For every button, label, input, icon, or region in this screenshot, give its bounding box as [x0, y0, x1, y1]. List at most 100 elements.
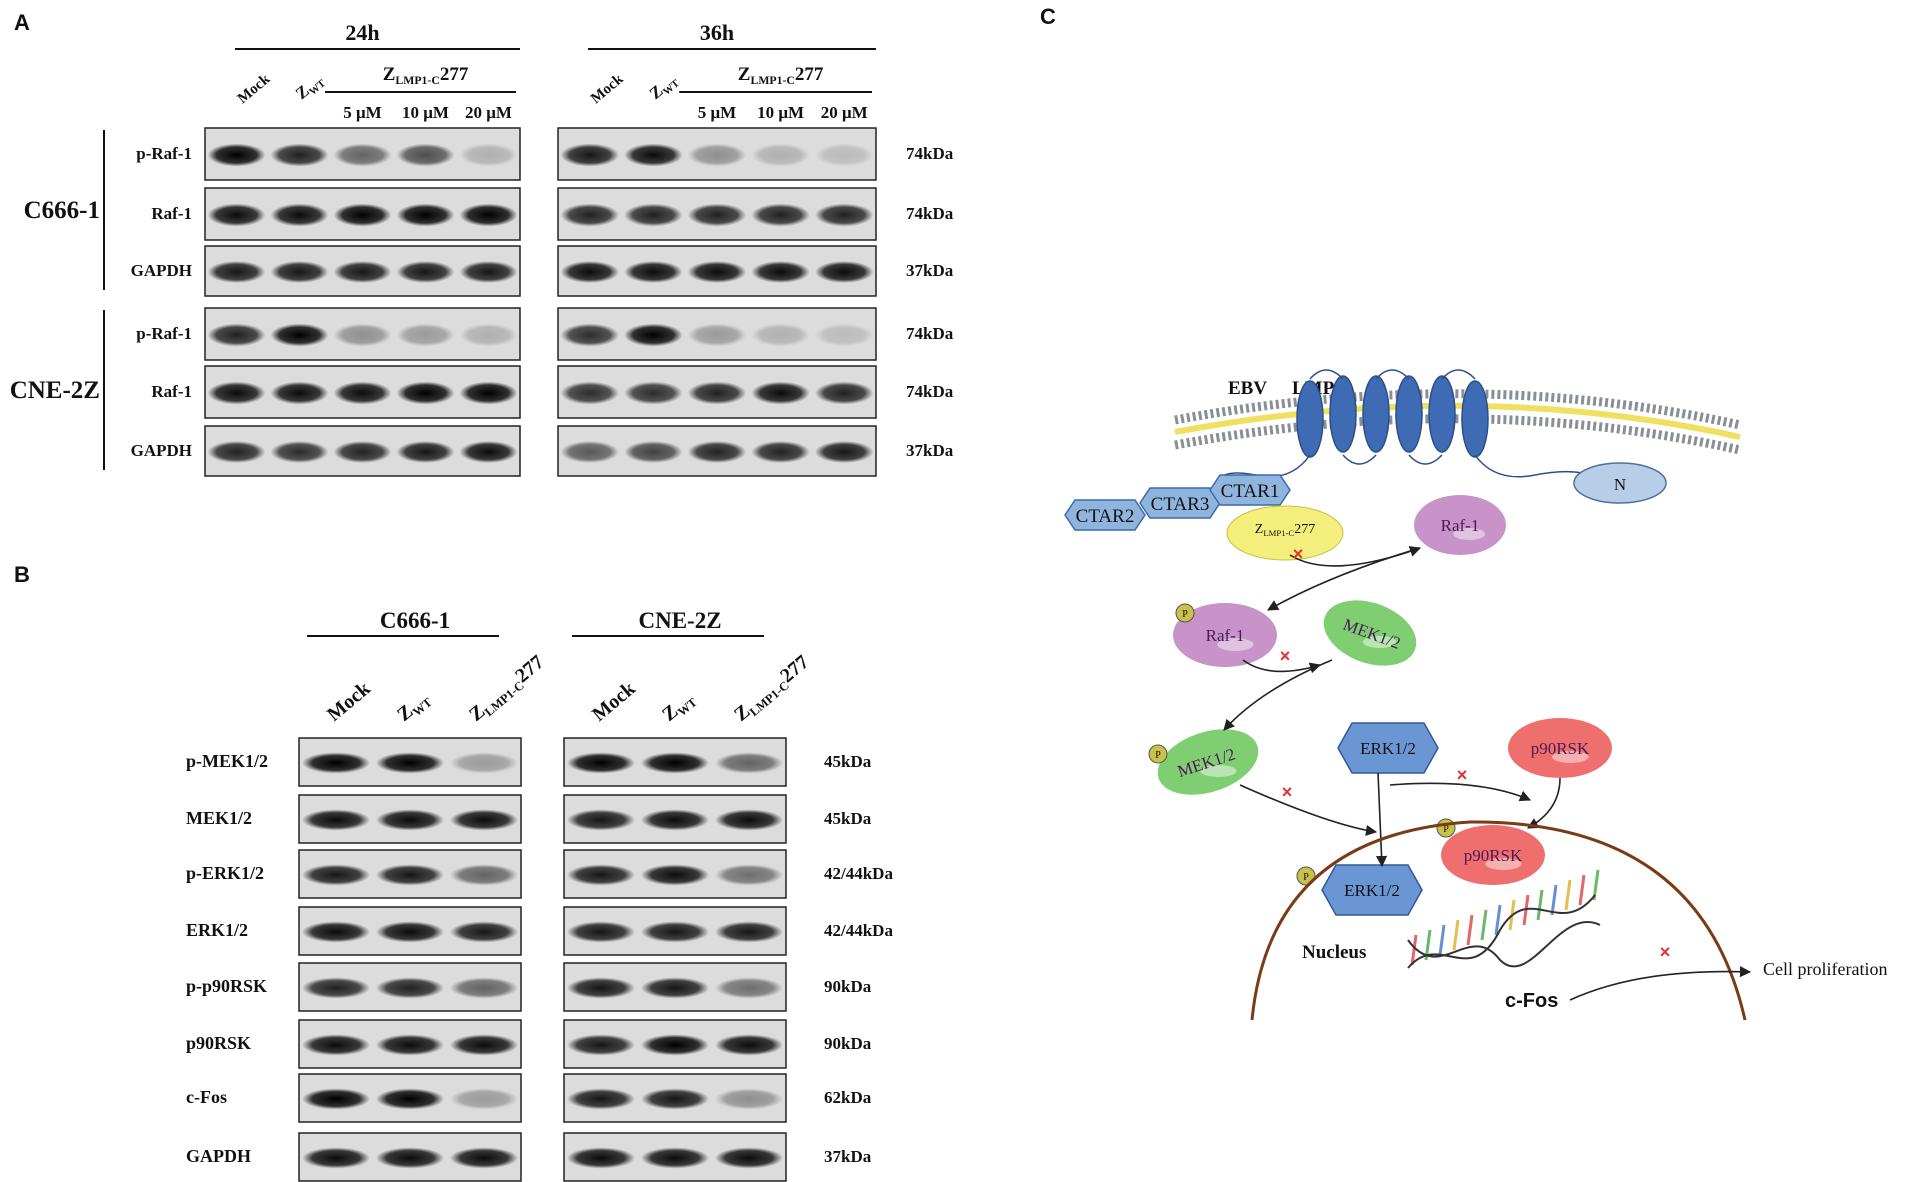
protein-label: p-Raf-1 — [136, 144, 192, 163]
lane-label-mock: Mock — [235, 71, 274, 107]
p-raf-blob-label: Raf-1 — [1206, 626, 1245, 645]
blot-band — [560, 323, 620, 347]
dna-rung — [1494, 904, 1502, 936]
blot-band — [714, 1034, 784, 1056]
treatment-label: ZLMP1-C277 — [383, 64, 469, 87]
protein-label: GAPDH — [131, 441, 192, 460]
blot-strip — [563, 1019, 787, 1069]
time-point-label: 24h — [345, 20, 379, 45]
blot-band — [640, 752, 710, 774]
arrow-rsk-prsk — [1527, 777, 1561, 829]
size-label: 90kDa — [824, 1034, 872, 1053]
protein-label: Raf-1 — [151, 204, 192, 223]
size-label: 37kDa — [906, 441, 954, 460]
blot-band — [714, 864, 784, 886]
blot-strip — [298, 794, 522, 844]
blot-band — [270, 203, 329, 227]
dna-rung — [1578, 874, 1586, 906]
lane-label-inhibitor-sub: LMP1-C — [482, 678, 527, 719]
blot-band — [624, 323, 683, 347]
lmp1-helix — [1461, 380, 1489, 458]
blot-band — [207, 381, 266, 405]
raf-blob-highlight — [1453, 528, 1486, 540]
blot-band — [687, 261, 747, 283]
phospho-mark — [1148, 744, 1168, 764]
ctar-domain — [1209, 474, 1291, 506]
inhibitor-label-sub: LMP1-C — [1263, 528, 1294, 538]
cell-line-header: CNE-2Z — [638, 608, 721, 633]
dna-strand-1 — [1407, 894, 1596, 969]
blot-strip — [557, 187, 877, 241]
blot-band — [459, 203, 518, 227]
blot-band — [449, 921, 519, 943]
lmp1-helix — [1362, 375, 1390, 453]
p-raf-blob-shape — [1173, 603, 1277, 667]
blot-band — [560, 441, 620, 463]
blot-strip — [204, 245, 521, 297]
protein-label: MEK1/2 — [186, 808, 252, 828]
treatment-label-main: Z — [738, 64, 751, 85]
blot-band — [449, 977, 519, 999]
blot-strip — [204, 187, 521, 241]
rsk-blob: p90RSK — [1508, 718, 1612, 778]
size-label: 62kDa — [824, 1088, 872, 1107]
blot-strip — [204, 365, 521, 419]
size-label: 45kDa — [824, 809, 872, 828]
blot-band — [751, 143, 810, 167]
lane-label-zwt: ZWT — [292, 70, 328, 105]
blot-band — [714, 1147, 784, 1169]
protein-label: GAPDH — [186, 1146, 251, 1166]
phospho-mark — [1296, 866, 1316, 886]
blot-band — [566, 752, 636, 774]
blot-band — [301, 864, 371, 886]
size-label: 74kDa — [906, 382, 954, 401]
phospho-label: P — [1182, 609, 1188, 620]
dose-label: 20 μM — [465, 103, 512, 122]
blot-band — [449, 1147, 519, 1169]
blot-band — [640, 977, 710, 999]
blot-band — [640, 1088, 710, 1110]
blot-band — [751, 381, 810, 405]
blot-band — [396, 143, 455, 167]
raf-blob-label: Raf-1 — [1441, 516, 1480, 535]
blot-band — [333, 323, 392, 347]
lane-label-zwt: ZWT — [393, 687, 435, 728]
p-mek-blob-highlight — [1200, 765, 1237, 777]
panel-letter-b: B — [14, 562, 30, 587]
lmp1-helix — [1296, 380, 1324, 458]
p-mek-blob: MEK1/2 — [1157, 729, 1259, 795]
protein-label: p-MEK1/2 — [186, 751, 268, 771]
blot-band — [566, 809, 636, 831]
dose-label: 10 μM — [402, 103, 449, 122]
p-erk-hex: ERK1/2 — [1321, 864, 1423, 916]
rsk-blob-highlight — [1552, 751, 1589, 763]
dna-rung — [1410, 934, 1418, 966]
blot-band — [333, 203, 392, 227]
lane-label-inhibitor: ZLMP1-C277 — [465, 651, 550, 728]
arrow-cfos-proliferation — [1569, 966, 1752, 1001]
dna-rung — [1438, 924, 1446, 956]
blot-band — [566, 921, 636, 943]
lane-label-mock: Mock — [588, 71, 627, 107]
ctar-label: CTAR1 — [1221, 481, 1280, 502]
blot-band — [449, 752, 519, 774]
blot-band — [301, 977, 371, 999]
erk-hex-shape — [1337, 722, 1439, 774]
cfos-label: c-Fos — [1505, 990, 1558, 1012]
blot-band — [687, 203, 747, 227]
blot-band — [560, 143, 620, 167]
blot-band — [301, 1088, 371, 1110]
blot-strip — [557, 307, 877, 361]
blot-band — [459, 441, 518, 463]
blot-band — [566, 1034, 636, 1056]
blot-band — [375, 977, 445, 999]
arrow-raf-phospho — [1267, 547, 1421, 611]
nucleus-envelope — [1250, 820, 1747, 1021]
erk-hex-label: ERK1/2 — [1360, 739, 1416, 758]
blot-strip — [563, 906, 787, 956]
blot-band — [814, 441, 874, 463]
blot-band — [814, 203, 874, 227]
blot-band — [333, 261, 392, 283]
panel-letter-a: A — [14, 10, 30, 35]
